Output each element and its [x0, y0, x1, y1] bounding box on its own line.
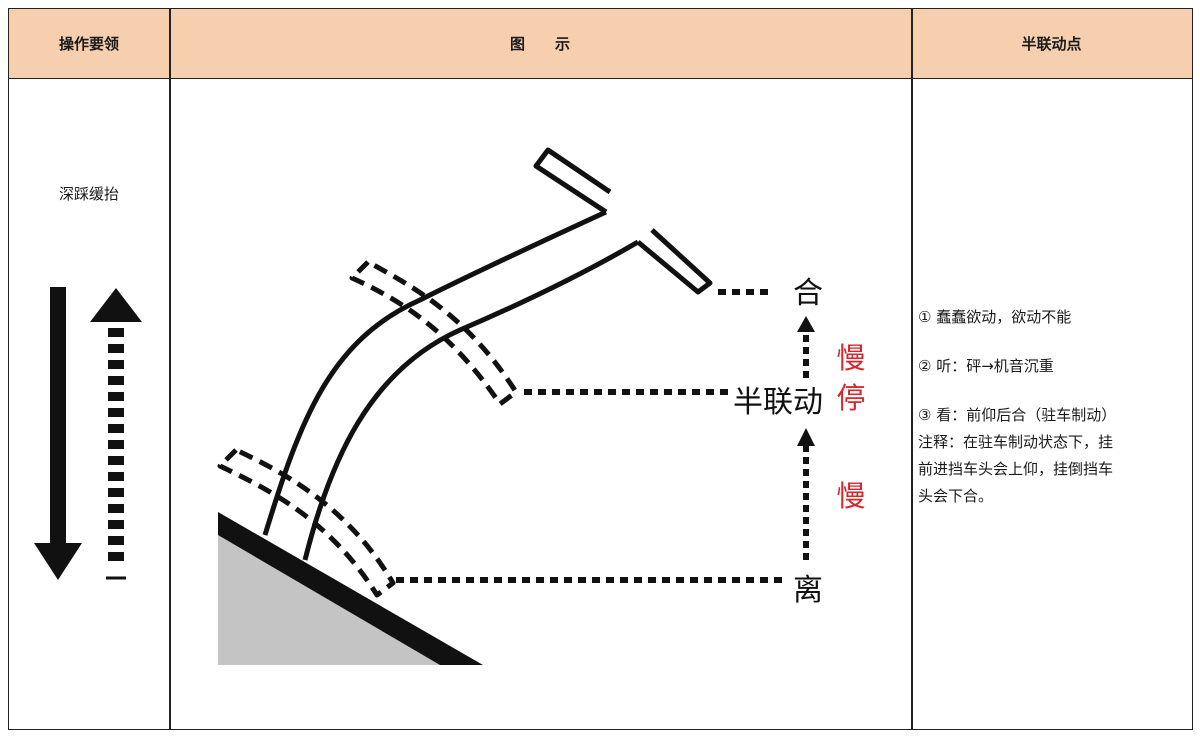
- operation-table: 操作要领 图 示 半联动点 深踩缓抬 ① 蠢蠢欲动，欲动不能 ② 听：砰→机音沉…: [8, 8, 1193, 730]
- header-half-clutch-point: 半联动点: [911, 9, 1192, 79]
- header-operation: 操作要领: [9, 9, 169, 79]
- floor-icon: [218, 512, 483, 665]
- header-diagram: 图 示: [169, 9, 911, 79]
- half-clutch-label: 半联动: [733, 385, 823, 420]
- speed-slow-upper-label: 慢: [836, 341, 865, 375]
- point-note-line: 注释：在驻车制动状态下，挂: [918, 433, 1114, 451]
- clutch-pedal-icon: [262, 147, 713, 561]
- point-item-1: ① 蠢蠢欲动，欲动不能: [918, 308, 1072, 326]
- point-item-2: ② 听：砰→机音沉重: [918, 357, 1054, 375]
- column-divider: [169, 9, 171, 729]
- speed-stop-label: 停: [836, 381, 865, 415]
- column-divider: [911, 9, 913, 729]
- pedal-position-mid-icon: [349, 259, 519, 407]
- release-up-dotted-arrow-icon: [90, 288, 142, 580]
- point-item-3: ③ 看：前仰后合（驻车制动）: [918, 406, 1117, 424]
- upper-up-arrow-icon: [797, 316, 815, 378]
- speed-slow-lower-label: 慢: [836, 479, 865, 513]
- disengaged-label: 离: [793, 573, 823, 608]
- pedal-position-bottom-icon: [217, 447, 396, 598]
- engaged-label: 合: [793, 276, 823, 311]
- point-note-line: 前进挡车头会上仰，挂倒挡车: [918, 460, 1114, 478]
- operation-text: 深踩缓抬: [58, 185, 119, 203]
- press-down-arrow-icon: [34, 287, 82, 580]
- lower-up-arrow-icon: [797, 428, 815, 560]
- half-clutch-points: ① 蠢蠢欲动，欲动不能 ② 听：砰→机音沉重 ③ 看：前仰后合（驻车制动） 注释…: [918, 304, 1188, 510]
- point-note-line: 头会下合。: [918, 487, 994, 505]
